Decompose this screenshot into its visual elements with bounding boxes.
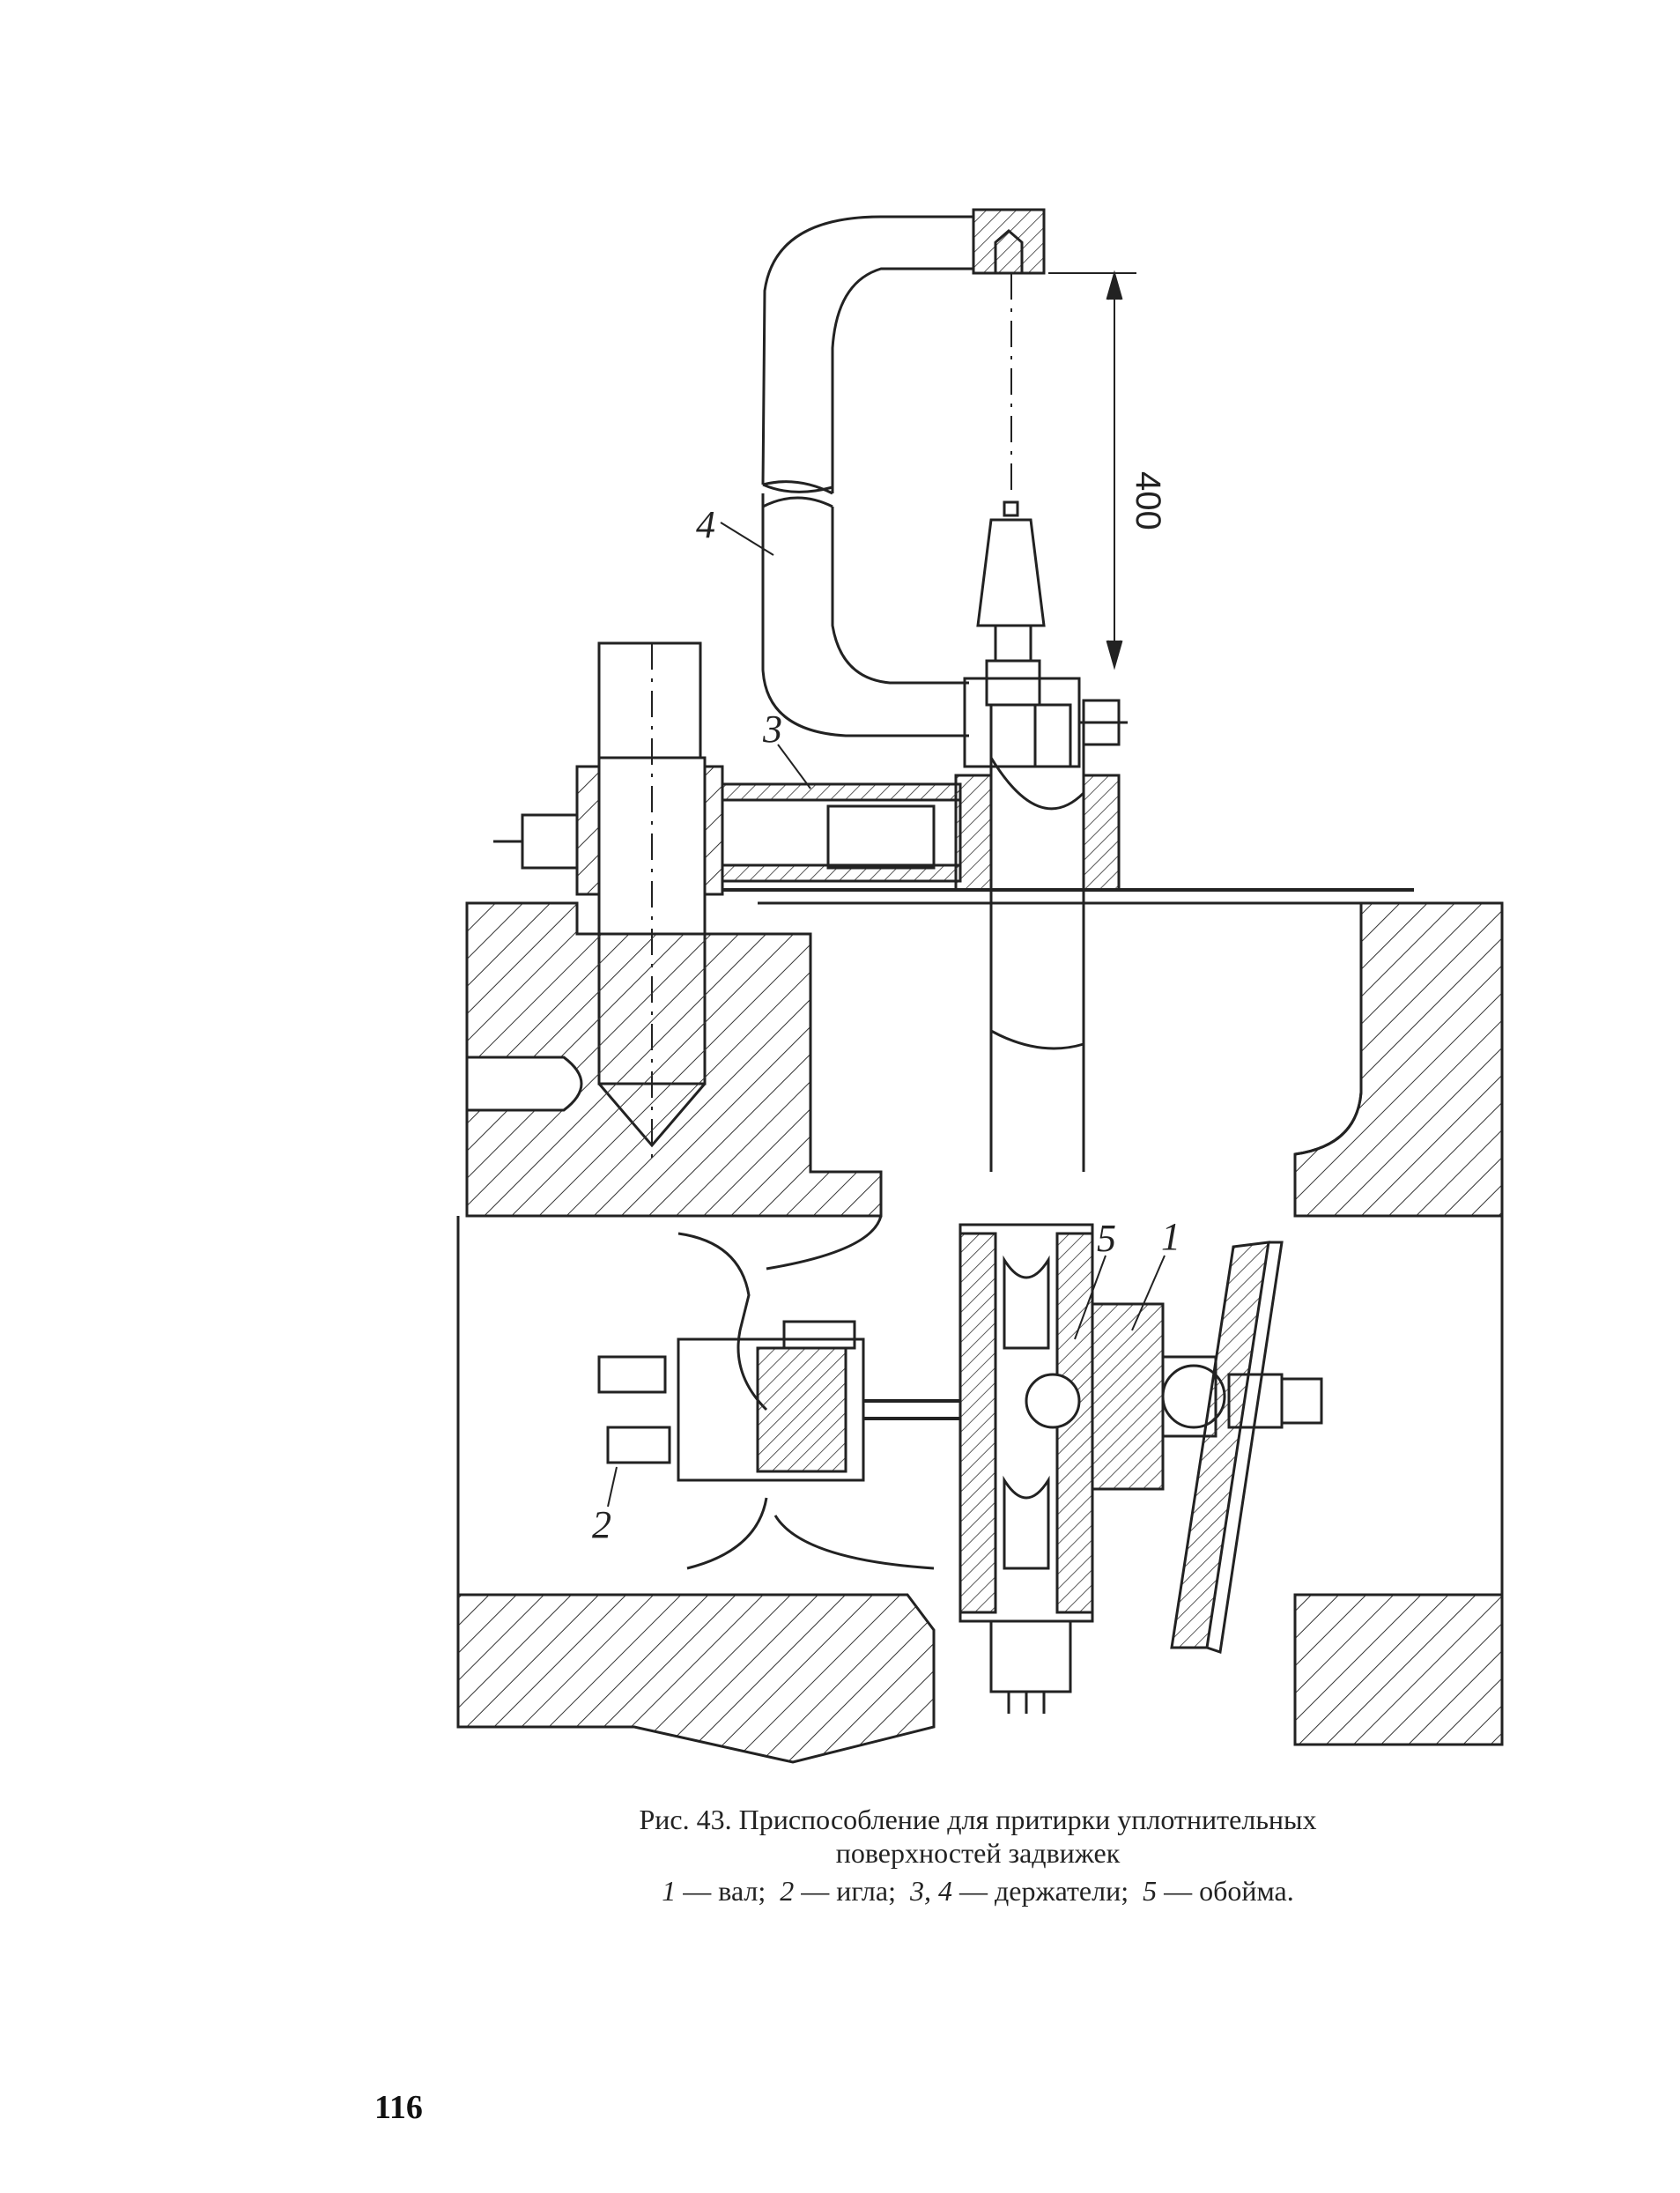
callout-1: 1 <box>1161 1215 1180 1258</box>
dimension-label: 400 <box>1129 471 1167 530</box>
callout-2: 2 <box>592 1503 611 1546</box>
page-number: 116 <box>374 2089 423 2126</box>
legend-item: 3, 4 — держатели; <box>909 1875 1129 1907</box>
legend-item: 1 — вал; <box>662 1875 766 1907</box>
figure-legend: 1 — вал; 2 — игла; 3, 4 — держатели; 5 —… <box>493 1875 1462 1908</box>
right-body <box>1293 901 1504 1218</box>
top-block <box>972 208 1046 275</box>
legend-item: 5 — обойма. <box>1143 1875 1294 1907</box>
callout-4: 4 <box>696 503 715 546</box>
callout-3: 3 <box>762 708 782 751</box>
caption-line-1: Рис. 43. Приспособление для притирки упл… <box>639 1804 1317 1835</box>
figure-caption: Рис. 43. Приспособление для притирки упл… <box>493 1803 1462 1870</box>
callout-5: 5 <box>1097 1217 1116 1260</box>
left-body <box>465 901 883 1218</box>
legend-item: 2 — игла; <box>780 1875 896 1907</box>
caption-line-2: поверхностей задвижек <box>835 1837 1121 1869</box>
holder-4-frame <box>761 215 973 493</box>
